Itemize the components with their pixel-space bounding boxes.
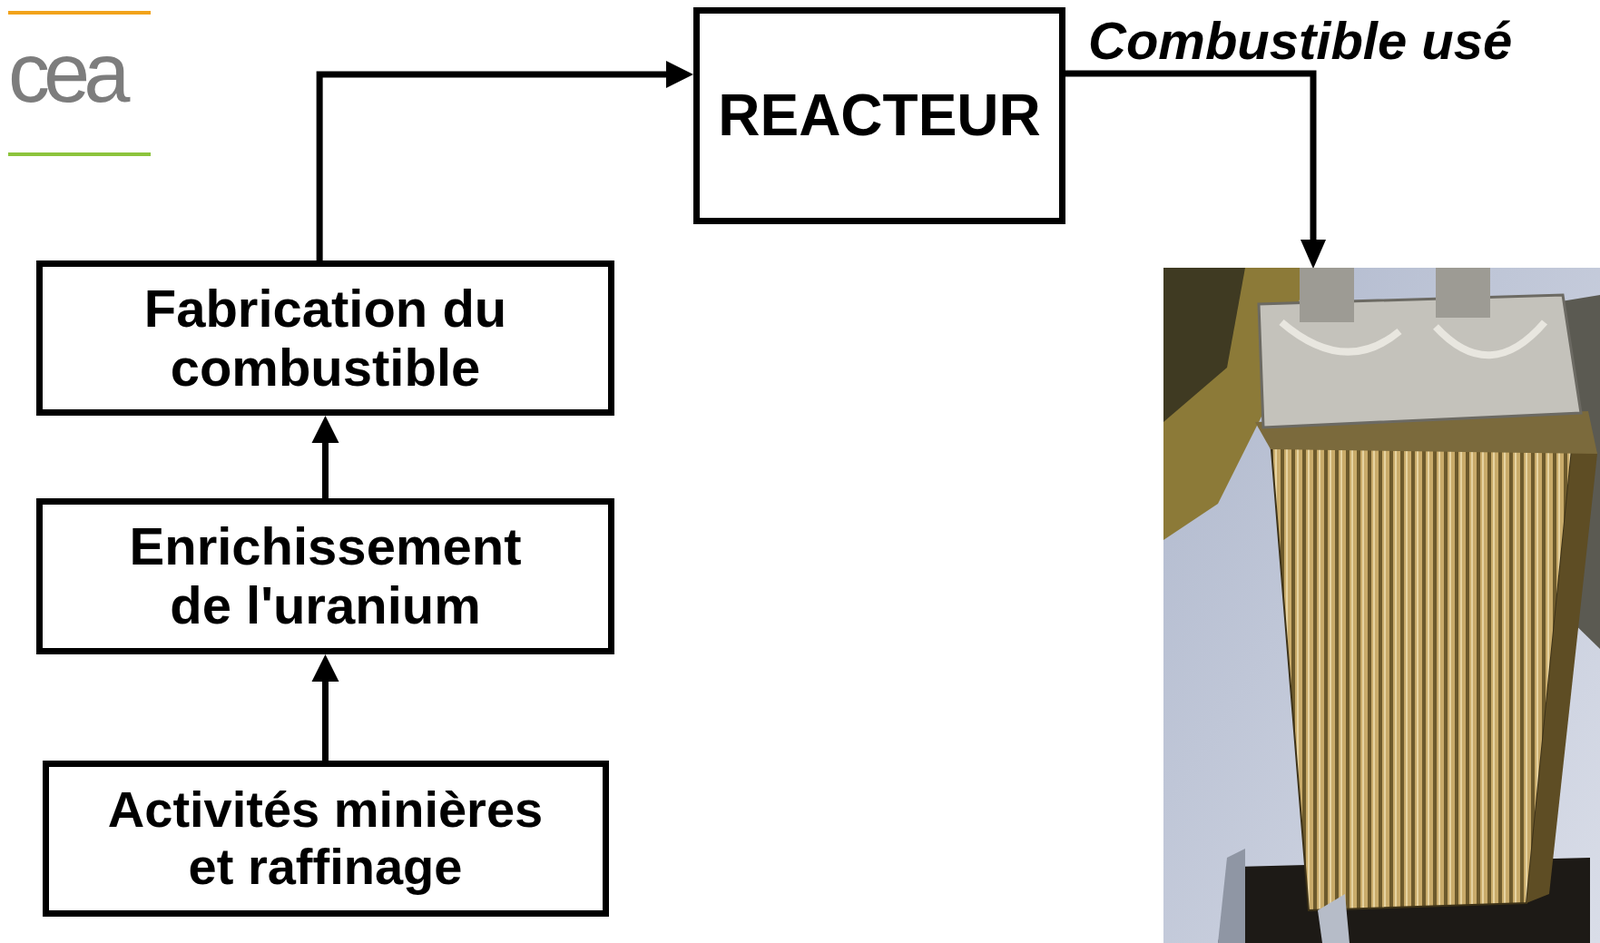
fuel-assembly-photo xyxy=(1163,267,1600,943)
fuel-rods xyxy=(1270,431,1574,911)
text-stack: REACTEUR xyxy=(717,83,1041,149)
leader-line xyxy=(1064,73,1314,243)
handling-tool xyxy=(1299,267,1355,323)
photo-tray-rim xyxy=(1217,848,1246,943)
photo-floor xyxy=(1163,267,1600,943)
flow-arrow xyxy=(319,60,694,261)
process-box: Activités minières et raffinage xyxy=(42,760,609,917)
arrowhead xyxy=(312,654,340,682)
logo-green-bar xyxy=(8,152,151,157)
arrowhead xyxy=(312,415,340,443)
flow-arrow xyxy=(312,654,340,761)
arrowhead xyxy=(666,60,694,89)
assembly-side xyxy=(1526,431,1598,904)
logo-orange-bar xyxy=(8,10,151,15)
connector-line xyxy=(322,441,329,499)
handling-tool xyxy=(1435,267,1491,318)
process-box: Fabrication du combustible xyxy=(36,260,615,416)
photo-shadow xyxy=(1163,267,1246,423)
logo-text: cea xyxy=(8,30,124,115)
text-stack: Enrichissement de l'uranium xyxy=(71,517,580,636)
box-label: Fabrication du combustible xyxy=(71,279,580,398)
process-box: REACTEUR xyxy=(693,7,1066,225)
box-label: Enrichissement de l'uranium xyxy=(71,517,580,636)
tray-tool xyxy=(1317,893,1350,943)
box-label: REACTEUR xyxy=(717,83,1041,149)
box-label: Activités minières et raffinage xyxy=(67,781,585,895)
hold-down-springs xyxy=(1281,322,1545,355)
process-box: Enrichissement de l'uranium xyxy=(36,498,615,655)
text-stack: Activités minières et raffinage xyxy=(67,781,585,895)
text-stack: Fabrication du combustible xyxy=(71,279,580,398)
connector-line xyxy=(322,679,329,761)
connector-line xyxy=(319,74,668,261)
leader-arrowhead xyxy=(1300,239,1326,269)
flow-arrow xyxy=(312,415,340,499)
flow-label: Combustible usé xyxy=(1088,14,1512,68)
